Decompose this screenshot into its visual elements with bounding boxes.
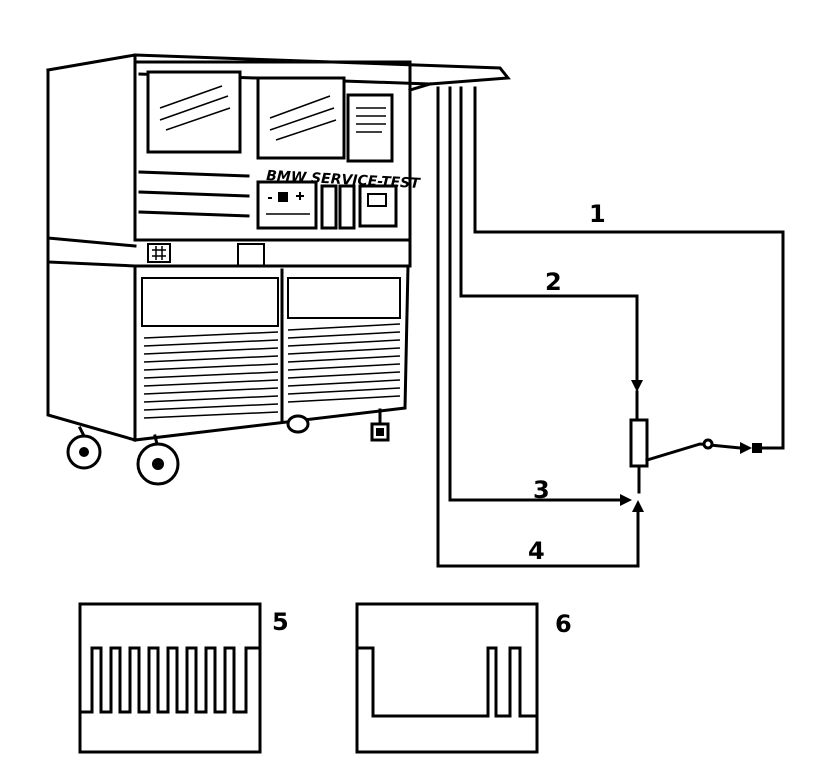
waveform-5-frame: [78, 602, 262, 754]
callout-3: 3: [533, 476, 550, 504]
control-keypad: [256, 180, 318, 230]
lead-3-wire: [448, 86, 622, 502]
left-drawer: [141, 277, 279, 327]
cart-upper-side: [46, 68, 137, 248]
waveform-6-frame: [355, 602, 539, 754]
lead-4-probe: [632, 500, 644, 512]
callout-2: 2: [545, 268, 562, 296]
callout-6: 6: [555, 610, 572, 638]
lead-4-wire: [436, 86, 640, 568]
component-under-test: [620, 380, 762, 512]
cart-upper-front: [133, 60, 412, 242]
component-body: [629, 418, 649, 468]
card-slot-1: [320, 184, 338, 230]
right-monitor: [256, 76, 346, 160]
vent-louvers-left: [143, 331, 279, 419]
waveform-6-panel: [355, 602, 539, 754]
cart-lower-front: [133, 264, 410, 442]
callout-4: 4: [528, 537, 545, 565]
callout-5: 5: [272, 608, 289, 636]
lead-1-plug: [740, 442, 752, 454]
caster-front-left: [136, 434, 180, 486]
service-tester-cart: BMW SERVICE-TEST: [46, 53, 511, 486]
test-leads: [436, 86, 785, 568]
vent-louvers-right: [287, 323, 401, 403]
lead-3-probe: [620, 494, 632, 506]
cart-roof: [46, 53, 511, 86]
printer-slot: [346, 93, 394, 163]
lead-2-wire: [459, 86, 639, 382]
card-slot-2: [338, 184, 356, 230]
waveform-6-signal: [355, 646, 539, 718]
lead-1-wire: [473, 86, 785, 450]
component-connector-wire: [645, 442, 742, 462]
waveform-5-signal: [78, 646, 262, 714]
caster-rear-left: [66, 425, 102, 470]
callout-1: 1: [589, 200, 606, 228]
lead-2-probe: [631, 380, 643, 392]
waveform-5-panel: [78, 602, 262, 754]
caster-rear-right: [286, 414, 310, 434]
left-monitor: [146, 70, 242, 154]
cart-lower-side: [46, 260, 137, 442]
connector-block: [237, 243, 265, 267]
right-drawer: [287, 277, 401, 319]
caster-front-right: [370, 408, 390, 442]
socket-panel: [147, 243, 171, 263]
